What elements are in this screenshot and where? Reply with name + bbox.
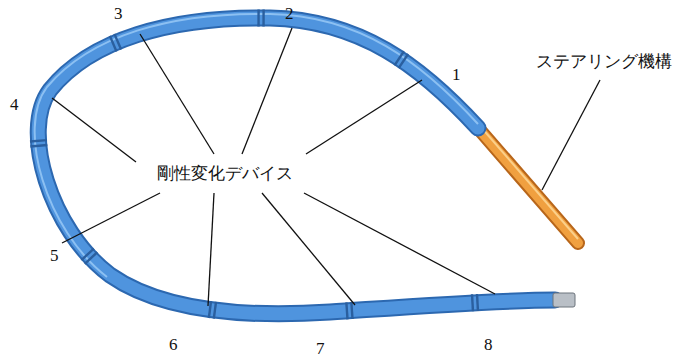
segment-joints bbox=[30, 9, 479, 319]
steering-highlight bbox=[480, 126, 578, 239]
steering-part bbox=[478, 128, 578, 243]
callout-number: 6 bbox=[169, 336, 178, 355]
callout-number: 3 bbox=[114, 5, 123, 24]
segment-joint bbox=[262, 9, 264, 26]
part-name: ステアリング機構 bbox=[536, 52, 672, 71]
segment-joint bbox=[30, 144, 47, 148]
tube-highlight bbox=[35, 14, 478, 277]
tube-body bbox=[38, 18, 555, 314]
segment-joint bbox=[476, 294, 479, 311]
segment-joint bbox=[471, 294, 474, 311]
end-cap bbox=[553, 293, 575, 307]
part-name: 剛性変化デバイス bbox=[157, 164, 293, 183]
segment-joint bbox=[81, 248, 95, 261]
callout-number: 1 bbox=[452, 66, 461, 85]
steering-part bbox=[478, 128, 578, 243]
segment-joint bbox=[345, 302, 349, 319]
segment-joint bbox=[30, 139, 47, 143]
tube-outline bbox=[38, 18, 555, 314]
leader-lines bbox=[52, 28, 600, 306]
segment-joint bbox=[398, 53, 409, 68]
segment-joint bbox=[109, 35, 118, 52]
callout-number: 8 bbox=[484, 336, 493, 355]
callout-number: 4 bbox=[10, 96, 19, 115]
segment-joint bbox=[350, 302, 354, 319]
segment-joint bbox=[213, 302, 218, 319]
segment-joint bbox=[394, 51, 405, 66]
callout-number: 5 bbox=[50, 247, 59, 266]
callout-number: 2 bbox=[285, 5, 294, 24]
callout-number: 7 bbox=[316, 340, 325, 359]
segment-joint bbox=[84, 251, 98, 264]
segment-joint bbox=[257, 9, 259, 26]
